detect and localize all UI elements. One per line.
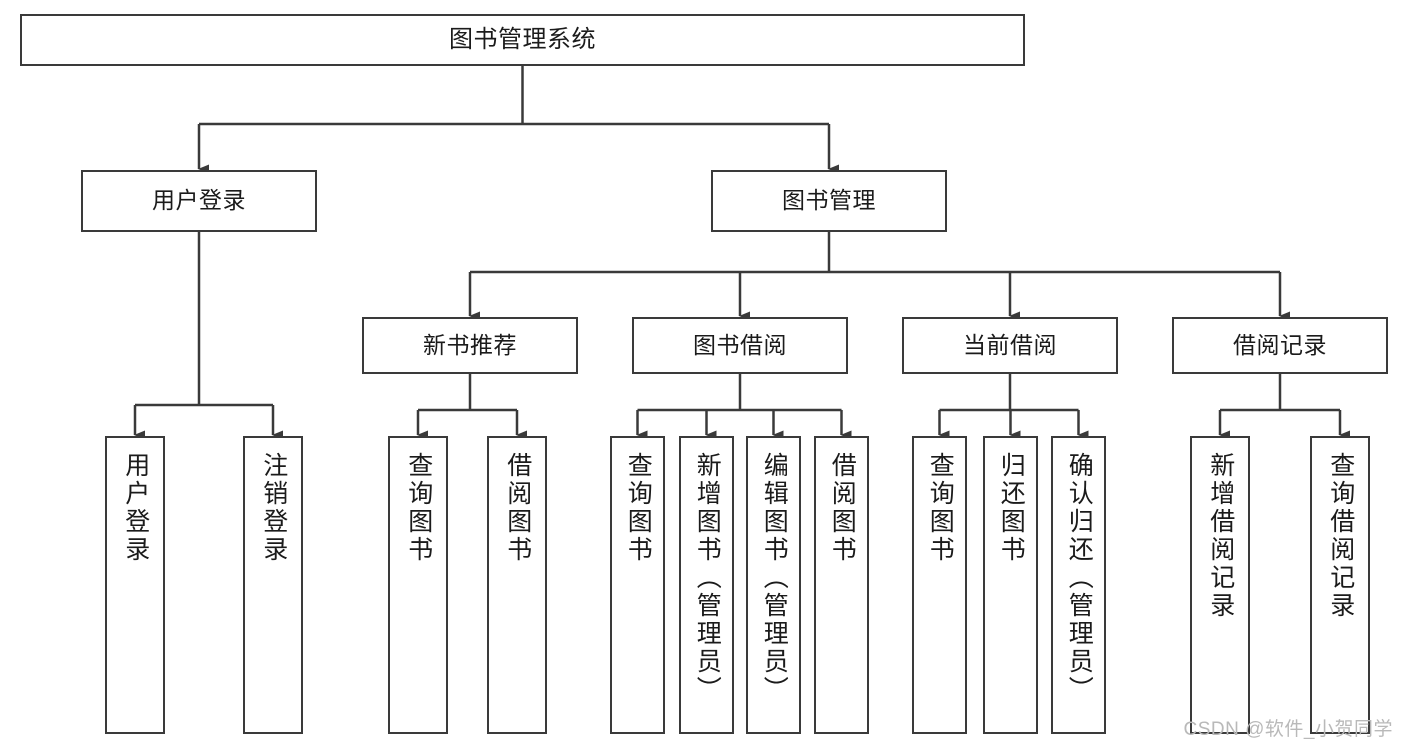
- node-label: 用户登录: [152, 187, 246, 214]
- leaf-borrow-book[interactable]: 借阅图书: [814, 436, 869, 734]
- node-label: 图书借阅: [693, 331, 787, 358]
- node-label: 借阅记录: [1233, 331, 1327, 358]
- leaf-return-book[interactable]: 归还图书: [983, 436, 1038, 734]
- node-label: 查询图书: [624, 452, 653, 564]
- leaf-user-login[interactable]: 用户登录: [105, 436, 165, 734]
- node-label: 当前借阅: [963, 331, 1057, 358]
- node-book-management[interactable]: 图书管理: [711, 170, 947, 232]
- node-label: 确认归还（管理员）: [1065, 452, 1094, 704]
- node-label: 借阅图书: [828, 452, 857, 564]
- node-label: 归还图书: [997, 452, 1026, 564]
- node-label: 编辑图书（管理员）: [760, 452, 789, 704]
- watermark: CSDN @软件_小贺同学: [1183, 719, 1393, 740]
- node-current-borrow[interactable]: 当前借阅: [902, 317, 1118, 374]
- node-book-borrow[interactable]: 图书借阅: [632, 317, 848, 374]
- leaf-query-borrow-record[interactable]: 查询借阅记录: [1310, 436, 1370, 734]
- leaf-borrow-book-recommend[interactable]: 借阅图书: [487, 436, 547, 734]
- node-label: 图书管理系统: [449, 25, 596, 53]
- node-label: 借阅图书: [503, 452, 532, 564]
- leaf-add-book-admin[interactable]: 新增图书（管理员）: [679, 436, 734, 734]
- leaf-logout[interactable]: 注销登录: [243, 436, 303, 734]
- node-label: 新书推荐: [423, 331, 517, 358]
- leaf-confirm-return-admin[interactable]: 确认归还（管理员）: [1051, 436, 1106, 734]
- leaf-query-book-borrow[interactable]: 查询图书: [610, 436, 665, 734]
- node-label: 新增图书（管理员）: [693, 452, 722, 704]
- node-label: 图书管理: [782, 187, 876, 214]
- node-new-book-recommend[interactable]: 新书推荐: [362, 317, 578, 374]
- node-root-system[interactable]: 图书管理系统: [20, 14, 1025, 66]
- node-label: 用户登录: [121, 452, 150, 564]
- node-label: 查询图书: [926, 452, 955, 564]
- node-label: 新增借阅记录: [1206, 452, 1235, 620]
- node-borrow-record[interactable]: 借阅记录: [1172, 317, 1388, 374]
- node-label: 注销登录: [259, 452, 288, 564]
- node-user-login[interactable]: 用户登录: [81, 170, 317, 232]
- node-label: 查询借阅记录: [1326, 452, 1355, 620]
- node-label: 查询图书: [404, 452, 433, 564]
- leaf-query-book-current[interactable]: 查询图书: [912, 436, 967, 734]
- leaf-edit-book-admin[interactable]: 编辑图书（管理员）: [746, 436, 801, 734]
- leaf-add-borrow-record[interactable]: 新增借阅记录: [1190, 436, 1250, 734]
- leaf-query-book-recommend[interactable]: 查询图书: [388, 436, 448, 734]
